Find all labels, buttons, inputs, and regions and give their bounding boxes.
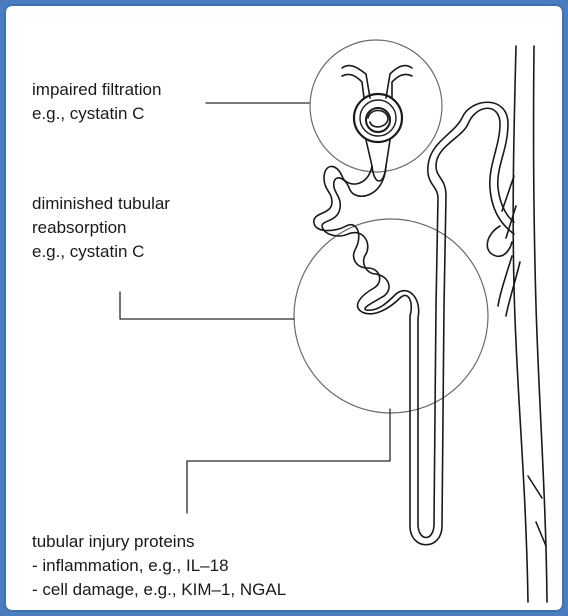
reabsorption-leader	[120, 292, 294, 319]
injury-item-cell-damage: - cell damage, e.g., KIM–1, NGAL	[32, 578, 286, 602]
filtration-title: impaired filtration	[32, 78, 161, 102]
reabsorption-label: diminished tubular reabsorption e.g., cy…	[32, 192, 170, 264]
injury-item-inflammation: - inflammation, e.g., IL–18	[32, 554, 286, 578]
loop-of-henle	[410, 306, 444, 545]
diagram-frame: impaired filtration e.g., cystatin C dim…	[4, 4, 564, 612]
leader-lines	[120, 103, 390, 513]
reabsorption-line1: diminished tubular	[32, 192, 170, 216]
reabsorption-circle	[294, 219, 488, 413]
filtration-example: e.g., cystatin C	[32, 102, 161, 126]
injury-title: tubular injury proteins	[32, 530, 286, 554]
filtration-label: impaired filtration e.g., cystatin C	[32, 78, 161, 126]
reabsorption-example: e.g., cystatin C	[32, 240, 170, 264]
filtration-circle	[310, 40, 442, 172]
injury-label: tubular injury proteins - inflammation, …	[32, 530, 286, 602]
proximal-tubule	[314, 166, 419, 346]
reabsorption-line2: reabsorption	[32, 216, 170, 240]
collecting-duct	[498, 46, 547, 602]
injury-leader	[187, 409, 390, 513]
glomerulus	[342, 66, 412, 181]
distal-tubule	[428, 102, 514, 306]
